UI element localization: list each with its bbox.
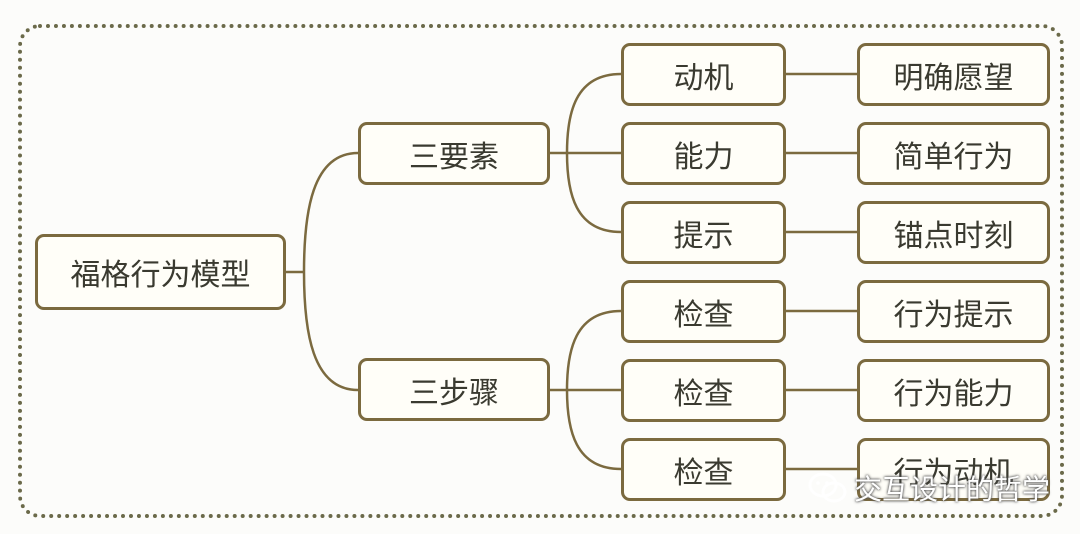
child-node: 检查 <box>621 438 786 501</box>
branch-label: 三步骤 <box>409 375 499 411</box>
watermark: 交互设计的哲学 <box>808 466 1050 510</box>
leaf-node: 行为提示 <box>857 280 1050 343</box>
child-node: 提示 <box>621 201 786 264</box>
child-label: 动机 <box>673 60 734 96</box>
leaf-node: 简单行为 <box>857 122 1050 185</box>
branch-connector <box>302 271 359 392</box>
leaf-node: 锚点时刻 <box>857 201 1050 264</box>
leaf-label: 行为提示 <box>893 297 1014 333</box>
leaf-node: 行为动机 <box>857 438 1050 501</box>
leaf-node: 行为能力 <box>857 359 1050 422</box>
child-label: 检查 <box>673 376 734 412</box>
root-node: 福格行为模型 <box>35 234 286 310</box>
child-label: 检查 <box>673 297 734 333</box>
leaf-label: 明确愿望 <box>893 60 1014 96</box>
branch-node-steps: 三步骤 <box>358 358 550 421</box>
child-label: 提示 <box>673 218 734 254</box>
leaf-label: 简单行为 <box>893 139 1014 175</box>
leaf-label: 锚点时刻 <box>893 218 1014 254</box>
root-label: 福格行为模型 <box>70 258 251 293</box>
child-connector <box>565 389 622 471</box>
branch-label: 三要素 <box>409 139 499 175</box>
wechat-icon <box>808 471 848 505</box>
child-node: 检查 <box>621 280 786 343</box>
child-label: 检查 <box>673 455 734 491</box>
dotted-frame <box>18 24 1064 518</box>
branch-node-elements: 三要素 <box>358 122 550 185</box>
leaf-label: 行为动机 <box>893 455 1014 491</box>
watermark-text: 交互设计的哲学 <box>854 473 1051 506</box>
leaf-node: 明确愿望 <box>857 43 1050 106</box>
child-connector <box>565 72 622 154</box>
child-node: 动机 <box>621 43 786 106</box>
child-label: 能力 <box>673 139 734 175</box>
branch-connector <box>302 151 359 273</box>
child-connector <box>565 309 622 391</box>
child-node: 能力 <box>621 122 786 185</box>
child-connector <box>565 152 622 234</box>
child-node: 检查 <box>621 359 786 422</box>
leaf-label: 行为能力 <box>893 376 1014 412</box>
